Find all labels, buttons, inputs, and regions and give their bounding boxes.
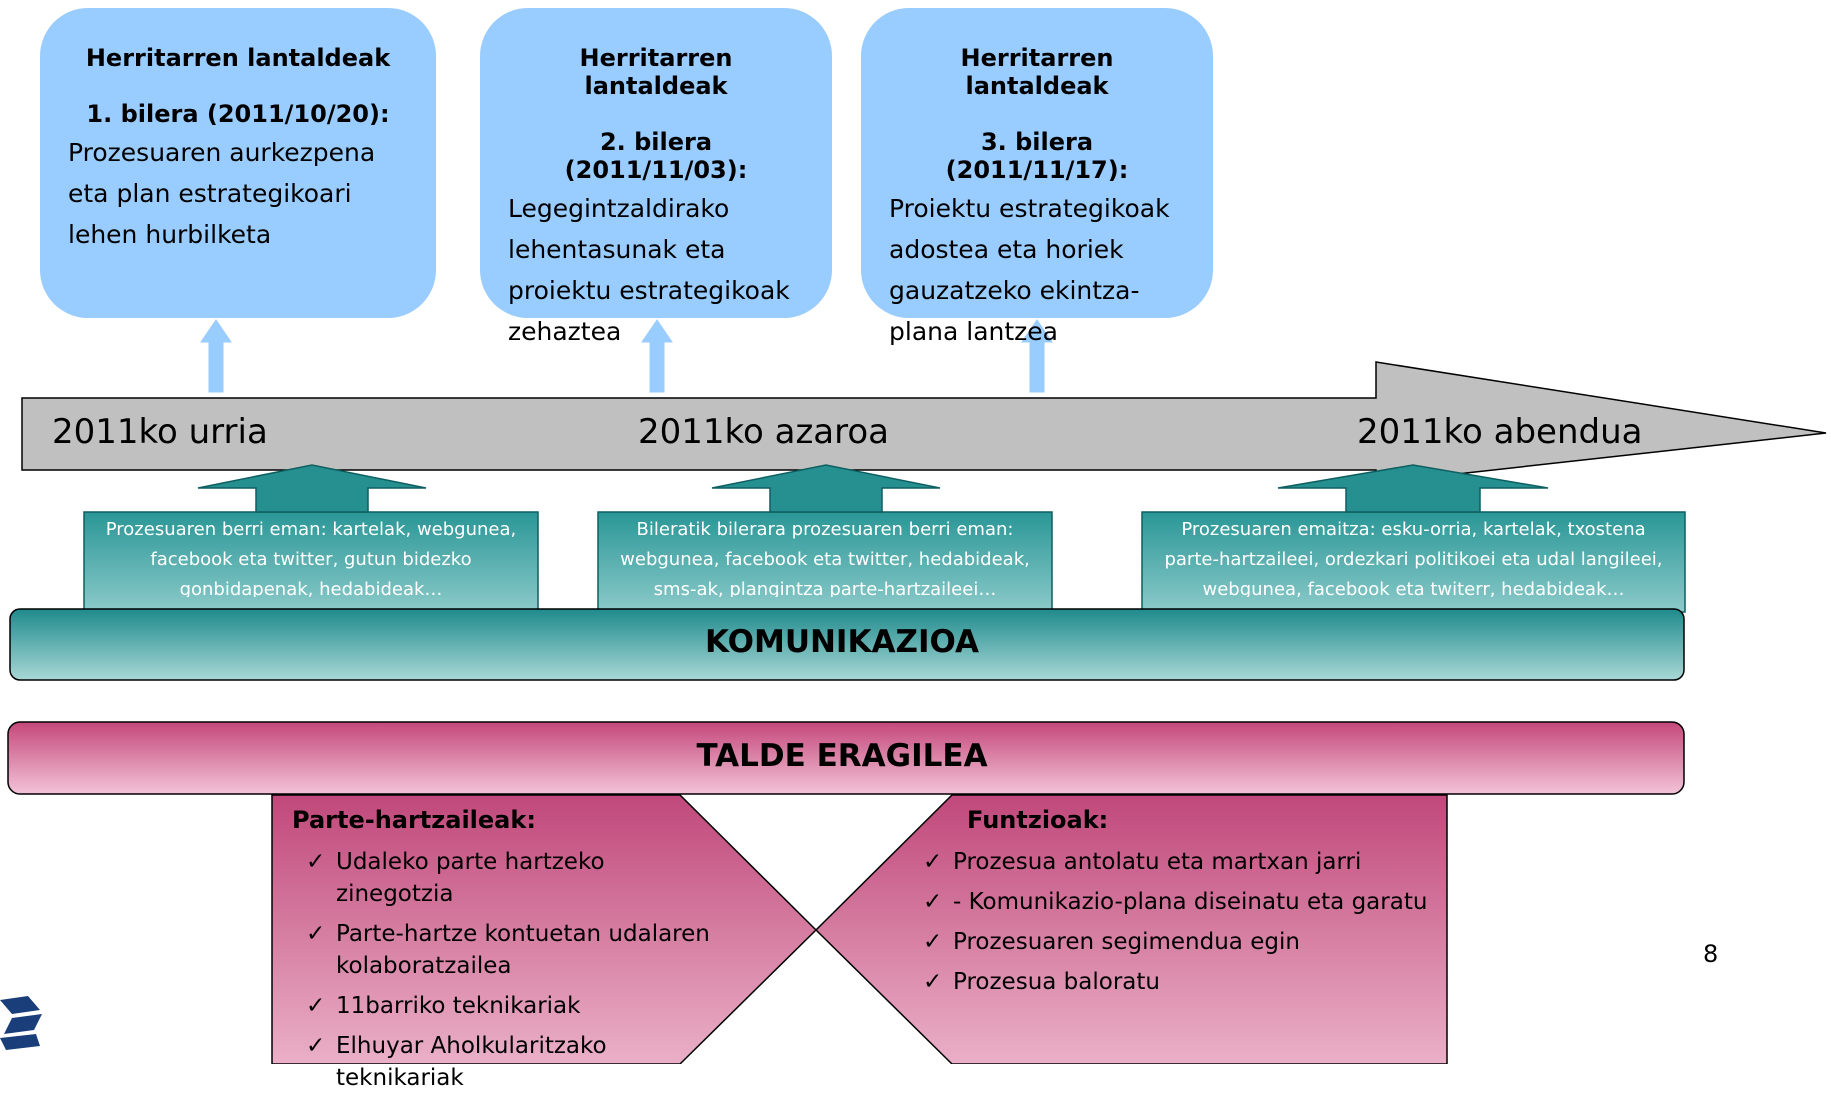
communication-bar: [9, 608, 1685, 681]
up-arrow-1: [200, 319, 232, 393]
communication-title: KOMUNIKAZIOA: [704, 624, 980, 660]
comm-arrow-3: [1277, 464, 1549, 513]
meeting-description: Proiektu estrategikoak adostea eta horie…: [889, 194, 1170, 346]
communication-text-3: Prozesuaren emaitza: esku-orria, kartela…: [1164, 519, 1663, 597]
list-item: ✓11barriko teknikariak: [306, 990, 726, 1022]
check-icon: ✓: [923, 929, 943, 955]
check-icon: ✓: [306, 993, 326, 1019]
meeting-box-3: Herritarren lantaldeak 3. bilera (2011/1…: [861, 8, 1213, 346]
check-icon: ✓: [306, 849, 326, 875]
page-number: 8: [1703, 940, 1719, 968]
timeline-arrow: [21, 361, 1827, 484]
comm-arrow-1: [197, 464, 427, 513]
communication-box-2: [597, 511, 1053, 613]
meeting-title: Herritarren lantaldeak: [960, 44, 1114, 100]
check-icon: ✓: [306, 1033, 326, 1059]
communication-box-1: [83, 511, 539, 613]
meeting-description: Prozesuaren aurkezpena eta plan estrateg…: [68, 138, 376, 249]
group-bar: [7, 721, 1685, 795]
timeline-month-october: 2011ko urria: [52, 412, 268, 452]
list-item: ✓Elhuyar Aholkularitzako teknikariak: [306, 1030, 726, 1094]
list-item: ✓- Komunikazio-plana diseinatu eta garat…: [923, 886, 1443, 918]
functions-panel: [814, 794, 1448, 1064]
communication-text-2: Bileratik bilerara prozesuaren berri ema…: [620, 519, 1030, 597]
list-item: ✓Udaleko parte hartzeko zinegotzia: [306, 846, 726, 910]
logo: [0, 996, 42, 1050]
list-item: ✓Parte-hartze kontuetan udalaren kolabor…: [306, 918, 726, 982]
timeline-month-december: 2011ko abendua: [1357, 412, 1643, 452]
list-item: ✓Prozesua antolatu eta martxan jarri: [923, 846, 1443, 878]
meeting-date: 2. bilera (2011/11/03):: [564, 128, 748, 184]
functions-list: ✓Prozesua antolatu eta martxan jarri ✓- …: [923, 846, 1443, 1006]
up-arrow-3: [1021, 319, 1053, 393]
meeting-title: Herritarren lantaldeak: [85, 44, 391, 72]
meeting-box-1: Herritarren lantaldeak 1. bilera (2011/1…: [40, 8, 436, 318]
communication-box-3: [1141, 511, 1686, 613]
meeting-description: Legegintzaldirako lehentasunak eta proie…: [508, 194, 790, 346]
comm-arrow-2: [711, 464, 941, 513]
meeting-title: Herritarren lantaldeak: [579, 44, 733, 100]
participants-heading: Parte-hartzaileak:: [292, 806, 536, 834]
group-title: TALDE ERAGILEA: [696, 738, 988, 774]
up-arrow-2: [641, 319, 673, 393]
diagram-shapes: [0, 319, 1827, 1064]
check-icon: ✓: [923, 969, 943, 995]
meeting-date: 1. bilera (2011/10/20):: [86, 100, 390, 128]
timeline-month-november: 2011ko azaroa: [638, 412, 889, 452]
list-item: ✓ Prozesua baloratu: [923, 966, 1443, 998]
list-item: ✓ Prozesuaren segimendua egin: [923, 926, 1443, 958]
check-icon: ✓: [923, 889, 943, 915]
check-icon: ✓: [923, 849, 943, 875]
participants-panel: [271, 794, 818, 1064]
meeting-box-2: Herritarren lantaldeak 2. bilera (2011/1…: [480, 8, 832, 346]
meeting-date: 3. bilera (2011/11/17):: [945, 128, 1129, 184]
functions-heading: Funtzioak:: [967, 806, 1109, 834]
communication-text-1: Prozesuaren berri eman: kartelak, webgun…: [105, 519, 517, 597]
check-icon: ✓: [306, 921, 326, 947]
